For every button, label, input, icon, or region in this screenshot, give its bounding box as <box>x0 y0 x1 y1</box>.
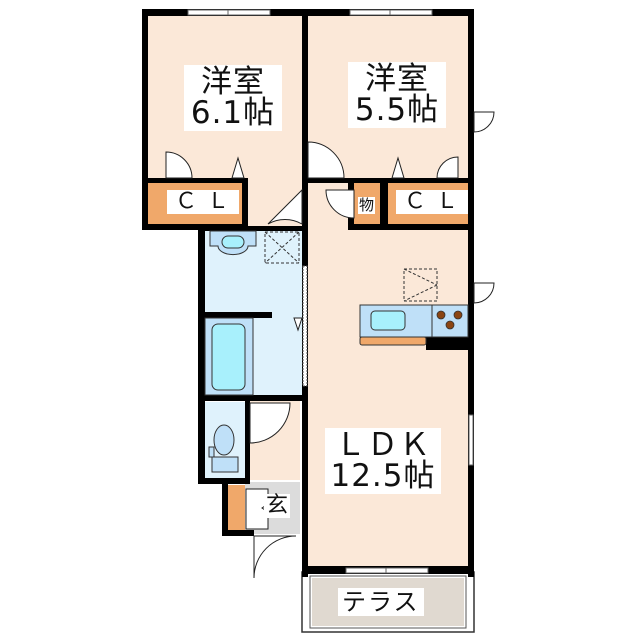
room-size: 5.5帖 <box>354 92 440 128</box>
toilet <box>208 424 239 473</box>
room-name: 洋室 <box>365 61 429 97</box>
closet-door-marks <box>231 156 405 332</box>
shoe-cabinet-fill <box>228 485 245 531</box>
washing-machine-space <box>264 231 300 264</box>
window-ldk-right <box>468 414 474 466</box>
room-label-ldk: ＬＤＫ 12.5帖 <box>325 428 441 494</box>
room-label-western-2: 洋室 5.5帖 <box>348 62 446 128</box>
storage-label: 物 <box>358 196 376 214</box>
closet-label-1: ＣＬ <box>167 190 240 214</box>
window-ldk-bottom <box>345 567 429 574</box>
bathtub <box>204 317 254 396</box>
door-swings <box>165 111 495 579</box>
closet-label-2: ＣＬ <box>396 190 469 214</box>
room-name: ＬＤＫ <box>335 427 431 463</box>
window-top-2 <box>349 9 433 16</box>
room-size: 12.5帖 <box>330 458 436 494</box>
room-size: 6.1帖 <box>190 95 276 131</box>
kitchen-counter <box>359 304 469 346</box>
terrace-label: テラス <box>338 588 424 616</box>
window-top-1 <box>187 9 271 16</box>
entrance-label: 玄 <box>264 493 291 518</box>
terrace-inner-outline <box>309 575 467 629</box>
ldk-floor <box>308 180 468 572</box>
washbasin <box>209 230 257 256</box>
fridge-space <box>403 268 438 302</box>
room-label-western-1: 洋室 6.1帖 <box>184 65 282 131</box>
room-name: 洋室 <box>201 64 265 100</box>
sliding-door-bath <box>302 265 308 387</box>
